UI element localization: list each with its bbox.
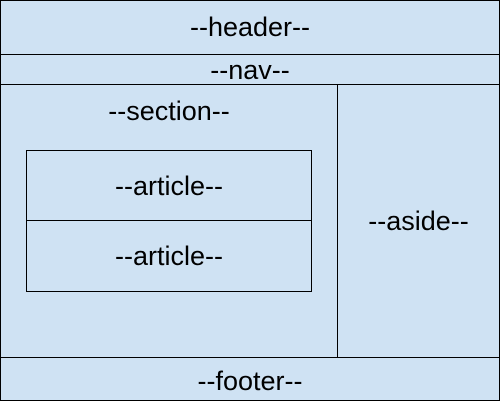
- article-label-2: --article--: [115, 241, 223, 271]
- footer-box: --footer--: [0, 357, 500, 401]
- section-label: --section--: [108, 96, 230, 126]
- article-label-1: --article--: [115, 171, 223, 201]
- article-box-1: --article--: [26, 150, 312, 221]
- aside-label: --aside--: [368, 206, 469, 236]
- header-label: --header--: [189, 12, 311, 42]
- article-box-2: --article--: [26, 220, 312, 292]
- header-box: --header--: [0, 0, 500, 55]
- aside-box: --aside--: [337, 84, 500, 358]
- nav-label: --nav--: [210, 55, 290, 85]
- nav-box: --nav--: [0, 54, 500, 85]
- footer-label: --footer--: [197, 366, 303, 396]
